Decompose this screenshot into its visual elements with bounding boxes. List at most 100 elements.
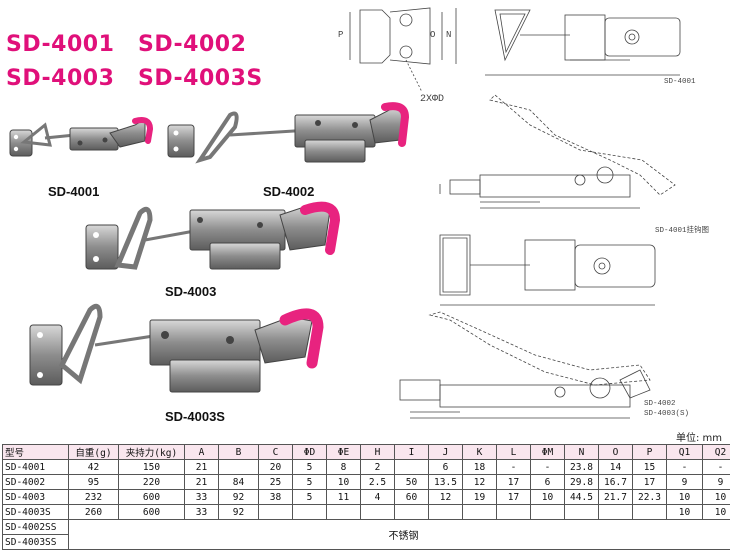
table-header-cell: H bbox=[360, 444, 395, 460]
dim-label-o: O bbox=[430, 30, 436, 40]
table-cell bbox=[496, 504, 531, 520]
table-cell: 44.5 bbox=[564, 489, 599, 505]
table-cell: 17 bbox=[632, 474, 667, 490]
table-cell: 38 bbox=[258, 489, 293, 505]
table-cell: 5 bbox=[292, 474, 327, 490]
table-header-cell: C bbox=[258, 444, 293, 460]
table-cell: 17 bbox=[496, 474, 531, 490]
dim-label-n: N bbox=[446, 30, 452, 40]
drawing-label-sd4002: SD-4002 bbox=[644, 400, 676, 408]
table-cell: 9 bbox=[702, 474, 730, 490]
photo-label-sd4003: SD-4003 bbox=[165, 284, 217, 299]
table-cell: 18 bbox=[462, 459, 497, 475]
table-header-cell: P bbox=[632, 444, 667, 460]
table-cell: - bbox=[702, 459, 730, 475]
table-cell: 220 bbox=[118, 474, 185, 490]
table-cell: 16.7 bbox=[598, 474, 633, 490]
stainless-steel-note: 不锈钢 bbox=[68, 519, 730, 550]
table-cell: 21.7 bbox=[598, 489, 633, 505]
table-header-cell: Q1 bbox=[666, 444, 703, 460]
table-cell: 2 bbox=[360, 459, 395, 475]
table-cell: 2.5 bbox=[360, 474, 395, 490]
table-cell: 10 bbox=[702, 504, 730, 520]
table-cell: 21 bbox=[184, 474, 219, 490]
unit-label: 单位: mm bbox=[676, 433, 723, 444]
table-cell: 19 bbox=[462, 489, 497, 505]
table-row: SD-4002SS 不锈钢 bbox=[2, 519, 730, 550]
title-sd4001: SD-4001 bbox=[6, 32, 115, 57]
table-cell bbox=[462, 504, 497, 520]
technical-drawings bbox=[349, 7, 681, 419]
table-cell bbox=[360, 504, 395, 520]
table-cell: 11 bbox=[326, 489, 361, 505]
photo-label-sd4001: SD-4001 bbox=[48, 184, 100, 199]
table-cell bbox=[564, 504, 599, 520]
table-header-cell: 夹持力(kg) bbox=[118, 444, 185, 460]
table-header-row: 型号 自重(g) 夹持力(kg) A B C ΦD ΦE H I J K L Φ… bbox=[2, 444, 730, 460]
product-photos bbox=[9, 102, 410, 393]
table-cell: SD-4003SS bbox=[2, 534, 69, 550]
table-cell: 10 bbox=[666, 489, 703, 505]
table-cell: - bbox=[496, 459, 531, 475]
table-cell: 50 bbox=[394, 474, 429, 490]
table-cell: SD-4002SS bbox=[2, 519, 69, 535]
hole-note: 2XΦD bbox=[420, 94, 445, 105]
table-header-cell: K bbox=[462, 444, 497, 460]
table-cell: - bbox=[666, 459, 703, 475]
table-cell: 17 bbox=[496, 489, 531, 505]
table-row: SD-4001 42 150 21 20 5 8 2 6 18 - - 23.8… bbox=[2, 459, 730, 475]
table-cell: 600 bbox=[118, 504, 185, 520]
table-header-cell: J bbox=[428, 444, 463, 460]
table-cell: SD-4003S bbox=[2, 504, 69, 520]
table-cell: 92 bbox=[218, 504, 259, 520]
spec-table: 型号 自重(g) 夹持力(kg) A B C ΦD ΦE H I J K L Φ… bbox=[2, 444, 730, 550]
table-cell bbox=[394, 459, 429, 475]
table-header-cell: ΦM bbox=[530, 444, 565, 460]
table-cell: 21 bbox=[184, 459, 219, 475]
photo-label-sd4002: SD-4002 bbox=[263, 184, 315, 199]
table-cell bbox=[292, 504, 327, 520]
table-cell: 12 bbox=[462, 474, 497, 490]
table-header-cell: Q2 bbox=[702, 444, 730, 460]
dim-label-p: P bbox=[338, 30, 344, 40]
table-cell: 10 bbox=[702, 489, 730, 505]
table-row: SD-4003SS bbox=[2, 534, 730, 550]
table-cell: 84 bbox=[218, 474, 259, 490]
title-sd4003: SD-4003 bbox=[6, 66, 115, 91]
table-cell bbox=[530, 504, 565, 520]
table-cell: 5 bbox=[292, 459, 327, 475]
photo-sd4003s bbox=[29, 303, 324, 393]
table-cell: 95 bbox=[68, 474, 119, 490]
table-cell: 9 bbox=[666, 474, 703, 490]
table-header-cell: N bbox=[564, 444, 599, 460]
table-header-cell: O bbox=[598, 444, 633, 460]
photo-label-sd4003s: SD-4003S bbox=[165, 409, 225, 424]
table-cell: - bbox=[530, 459, 565, 475]
table-cell: 29.8 bbox=[564, 474, 599, 490]
table-cell: 23.8 bbox=[564, 459, 599, 475]
table-header-cell: L bbox=[496, 444, 531, 460]
drawing-label-sd4001: SD-4001 bbox=[664, 78, 696, 86]
table-cell: 10 bbox=[326, 474, 361, 490]
table-cell: 13.5 bbox=[428, 474, 463, 490]
table-cell: 42 bbox=[68, 459, 119, 475]
photo-sd4001 bbox=[9, 117, 154, 157]
table-cell: 260 bbox=[68, 504, 119, 520]
table-cell: 12 bbox=[428, 489, 463, 505]
table-cell: SD-4001 bbox=[2, 459, 69, 475]
table-cell: 25 bbox=[258, 474, 293, 490]
table-header-cell: ΦD bbox=[292, 444, 327, 460]
table-cell: 8 bbox=[326, 459, 361, 475]
table-cell bbox=[598, 504, 633, 520]
table-row: SD-4002 95 220 21 84 25 5 10 2.5 50 13.5… bbox=[2, 474, 730, 490]
table-cell: 33 bbox=[184, 504, 219, 520]
table-cell: SD-4002 bbox=[2, 474, 69, 490]
table-cell bbox=[632, 504, 667, 520]
table-cell: 14 bbox=[598, 459, 633, 475]
table-header-cell: B bbox=[218, 444, 259, 460]
table-cell: 22.3 bbox=[632, 489, 667, 505]
table-cell: 33 bbox=[184, 489, 219, 505]
table-cell bbox=[394, 504, 429, 520]
table-header-cell: 自重(g) bbox=[68, 444, 119, 460]
table-header-cell: ΦE bbox=[326, 444, 361, 460]
